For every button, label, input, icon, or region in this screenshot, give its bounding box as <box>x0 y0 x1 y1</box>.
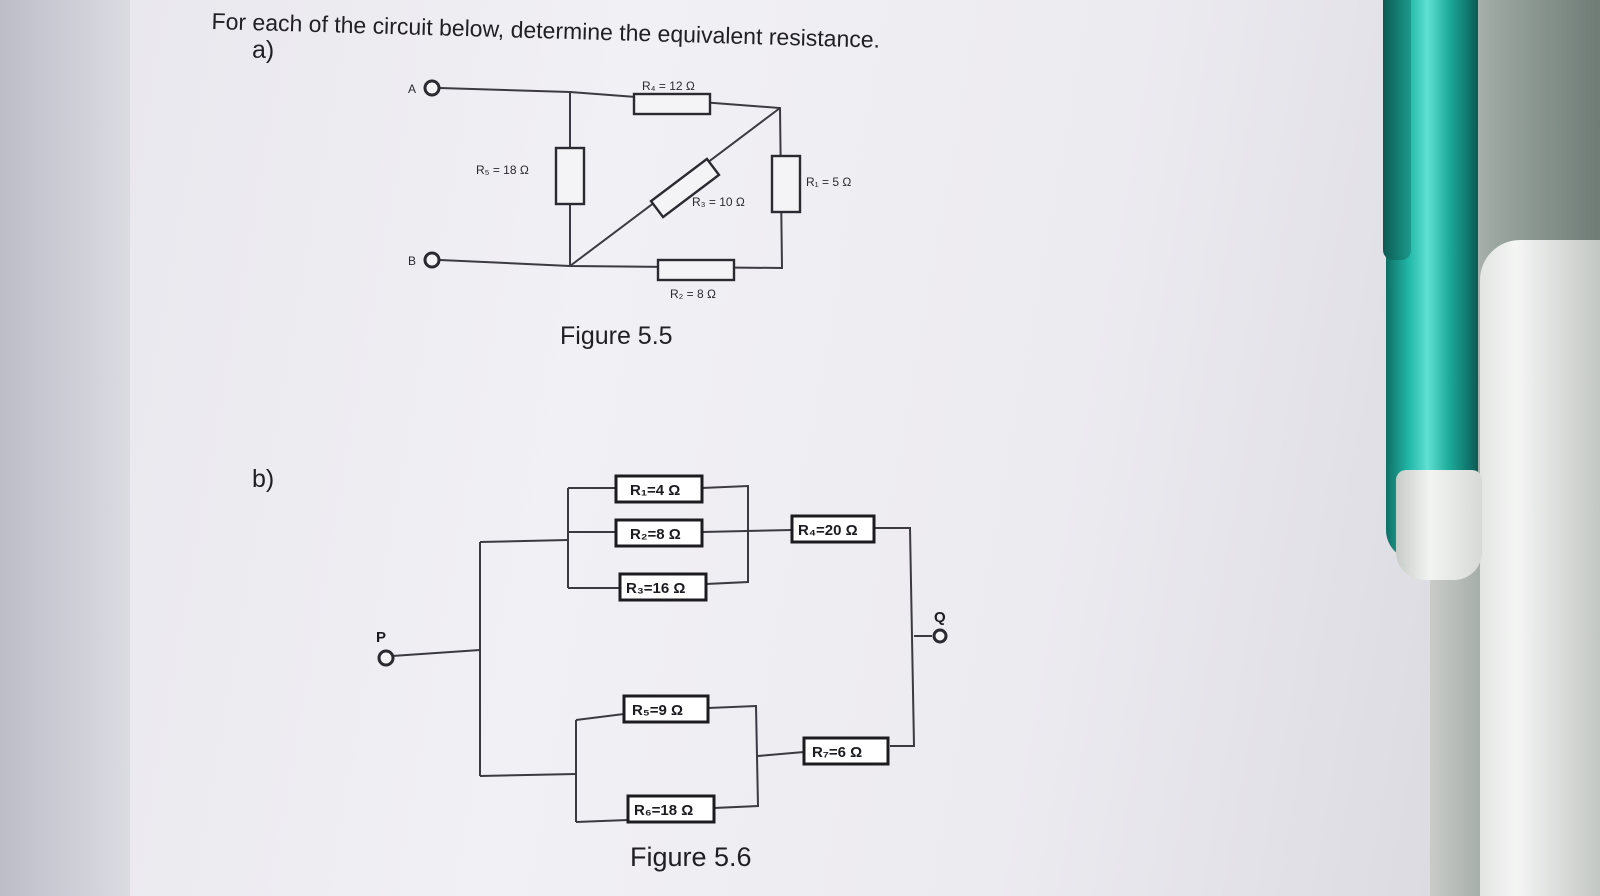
resistor-r4 <box>632 92 712 116</box>
pen-cap <box>1396 470 1482 580</box>
terminal-b-icon <box>423 251 441 269</box>
resistor-r3 <box>649 157 721 219</box>
r2-label: R₂ = 8 Ω <box>670 287 716 301</box>
upper-feed-wire <box>479 539 569 543</box>
lower-feed-wire <box>479 773 577 777</box>
r2-branch-wire <box>568 529 793 533</box>
r4-label: R₄ = 12 Ω <box>642 79 695 93</box>
foreground-object <box>1480 240 1600 896</box>
outer-wire <box>439 87 784 270</box>
r7-label: R₇=6 Ω <box>812 744 862 761</box>
resistor-r1 <box>614 474 704 504</box>
resistor-r4 <box>790 514 876 544</box>
terminal-p-icon <box>377 649 395 667</box>
terminal-a-icon <box>423 79 441 97</box>
resistor-r2 <box>656 258 736 282</box>
terminal-b-label: B <box>408 254 416 268</box>
resistor-r6 <box>626 794 716 824</box>
r2-label: R₂=8 Ω <box>630 526 681 543</box>
resistor-r3 <box>618 572 708 602</box>
r5-label: R₅=9 Ω <box>632 702 683 719</box>
r3-label: R₃ = 10 Ω <box>692 195 745 209</box>
r1-label: R₁=4 Ω <box>630 482 680 499</box>
figure-5-5-caption: Figure 5.5 <box>560 322 673 350</box>
pen-clip <box>1383 0 1411 260</box>
terminal-q-icon <box>932 628 948 644</box>
terminal-p-label: P <box>376 629 386 646</box>
r6-label: R₆=18 Ω <box>634 802 693 819</box>
circuit-figure-5-6: R₁=4 Ω R₂=8 Ω R₃=16 Ω R₄=20 Ω R₅=9 Ω R₆=… <box>376 474 948 824</box>
circuit-figure-5-5: A B R₄ = 12 Ω R₅ = 18 Ω R₃ = 10 Ω R₁ = 5… <box>408 79 851 301</box>
resistor-r1 <box>770 154 802 214</box>
resistor-r7 <box>802 736 890 766</box>
p-lead-wire <box>391 649 481 657</box>
figure-5-6-caption: Figure 5.6 <box>630 842 752 872</box>
page-left-edge <box>0 0 150 896</box>
r3-label: R₃=16 Ω <box>626 580 685 597</box>
part-b-label: b) <box>252 465 275 493</box>
r1-label: R₁ = 5 Ω <box>806 175 851 189</box>
resistor-r5 <box>554 146 586 206</box>
lower-parallel-wires <box>575 704 760 823</box>
part-a-label: a) <box>252 36 275 64</box>
terminal-q-label: Q <box>934 609 946 626</box>
resistor-r5 <box>622 694 710 724</box>
r4-label: R₄=20 Ω <box>798 522 858 539</box>
terminal-a-label: A <box>408 82 416 96</box>
resistor-r2 <box>614 518 704 548</box>
upper-parallel-wires <box>568 484 749 589</box>
r7-branch-wire <box>757 751 805 757</box>
r5-label: R₅ = 18 Ω <box>476 163 529 177</box>
right-rail-wire <box>874 527 916 747</box>
